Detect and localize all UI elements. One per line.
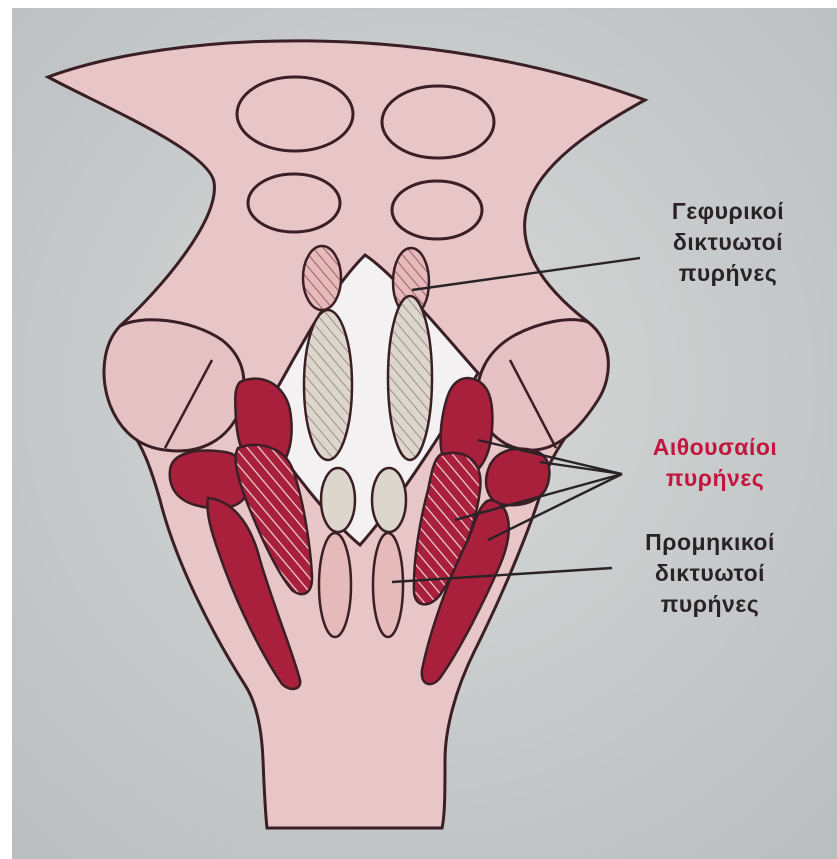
label-raphe-line-1: Αιθουσαίοι <box>605 432 825 463</box>
label-pontine-line-1: Γεφυρικοί <box>628 196 828 227</box>
medullary-nucleus-left-lower <box>319 533 351 637</box>
medullary-nucleus-left-upper <box>321 468 355 532</box>
label-medullary-line-3: πυρήνες <box>600 589 820 620</box>
white-frame-left <box>0 0 12 859</box>
pontine-nucleus-right-long <box>388 296 432 460</box>
label-vestibular-nuclei: Αιθουσαίοι πυρήνες <box>605 432 825 494</box>
label-medullary-line-1: Προμηκικοί <box>600 527 820 558</box>
label-medullary-line-2: δικτυωτοί <box>600 558 820 589</box>
label-pontine-reticular-nuclei: Γεφυρικοί δικτυωτοί πυρήνες <box>628 196 828 289</box>
label-medullary-reticular-nuclei: Προμηκικοί δικτυωτοί πυρήνες <box>600 527 820 620</box>
label-pontine-line-2: δικτυωτοί <box>628 227 828 258</box>
pontine-nucleus-left-top <box>303 246 341 310</box>
pontine-nucleus-left-long <box>304 310 352 460</box>
label-raphe-line-2: πυρήνες <box>605 463 825 494</box>
label-pontine-line-3: πυρήνες <box>628 258 828 289</box>
medullary-nucleus-right-lower <box>373 533 403 637</box>
medullary-nucleus-right-upper <box>372 468 406 532</box>
white-frame-top <box>0 0 837 8</box>
